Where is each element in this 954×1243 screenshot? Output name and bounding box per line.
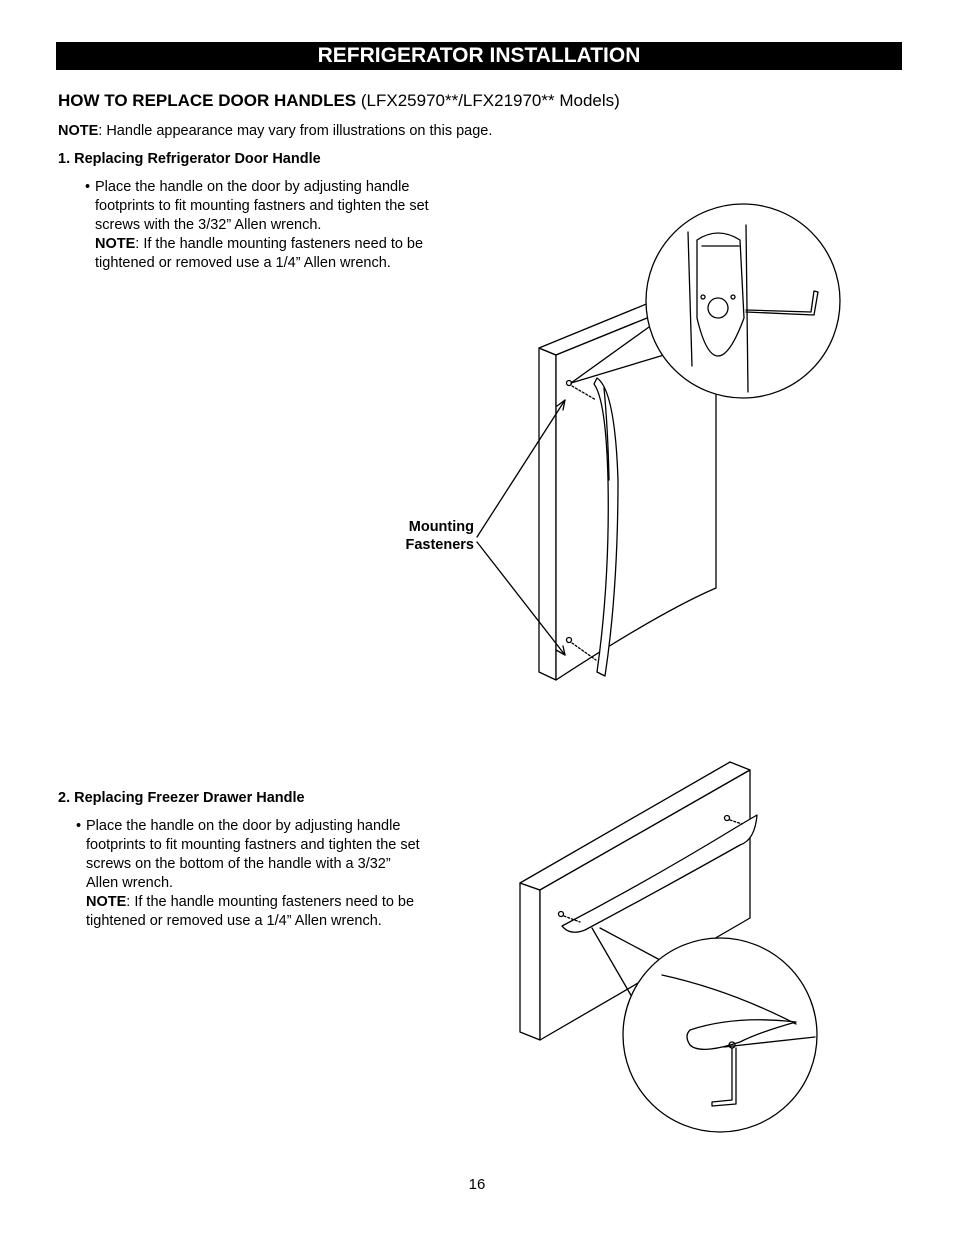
- callout-line: Fasteners: [405, 537, 474, 553]
- step2-line: footprints to fit mounting fastners and …: [86, 837, 420, 853]
- step2-note-text: : If the handle mounting fasteners need …: [126, 894, 415, 910]
- magnified-handle-detail-bottom: [622, 937, 818, 1133]
- step1-note-line: tightened or removed use a 1/4” Allen wr…: [95, 255, 391, 271]
- heading-models: (LFX25970**/LFX21970** Models): [356, 91, 620, 110]
- step1-note-label: NOTE: [95, 236, 136, 252]
- step1-line: screws with the 3/32” Allen wrench.: [95, 217, 322, 233]
- general-note: NOTE: Handle appearance may vary from il…: [58, 122, 492, 140]
- page-number: 16: [468, 1176, 486, 1193]
- refrigerator-door-illustration: [476, 281, 717, 681]
- step1-line: Place the handle on the door by adjustin…: [95, 179, 410, 195]
- step2-line: Place the handle on the door by adjustin…: [86, 818, 401, 834]
- step2-note: NOTE: If the handle mounting fasteners n…: [86, 893, 420, 912]
- step1-title: 1. Replacing Refrigerator Door Handle: [58, 151, 321, 167]
- step1-note-text: : If the handle mounting fasteners need …: [135, 236, 424, 252]
- note-label: NOTE: [58, 123, 99, 139]
- step1-note: NOTE: If the handle mounting fasteners n…: [95, 235, 429, 254]
- step2-line: screws on the bottom of the handle with …: [86, 856, 391, 872]
- step1-line: footprints to fit mounting fastners and …: [95, 198, 429, 214]
- bullet-dot: •: [76, 818, 82, 834]
- callout-line: Mounting: [408, 519, 474, 535]
- step2-line: Allen wrench.: [86, 875, 174, 891]
- page-heading: HOW TO REPLACE DOOR HANDLES (LFX25970**/…: [58, 90, 620, 112]
- step2-title: 2. Replacing Freezer Drawer Handle: [58, 790, 305, 806]
- mounting-fasteners-callout: Mounting Fasteners: [380, 518, 474, 554]
- step2-note-line: tightened or removed use a 1/4” Allen wr…: [86, 913, 382, 929]
- step1-instructions: • Place the handle on the door by adjust…: [85, 178, 429, 273]
- note-text: : Handle appearance may vary from illust…: [98, 123, 493, 139]
- step2-instructions: • Place the handle on the door by adjust…: [76, 817, 420, 931]
- step2-note-label: NOTE: [86, 894, 127, 910]
- freezer-drawer-illustration: [519, 761, 758, 1041]
- magnified-handle-detail-top: [645, 203, 841, 399]
- heading-title: HOW TO REPLACE DOOR HANDLES: [58, 91, 357, 110]
- section-title-banner: REFRIGERATOR INSTALLATION: [56, 42, 902, 70]
- bullet-dot: •: [85, 179, 91, 195]
